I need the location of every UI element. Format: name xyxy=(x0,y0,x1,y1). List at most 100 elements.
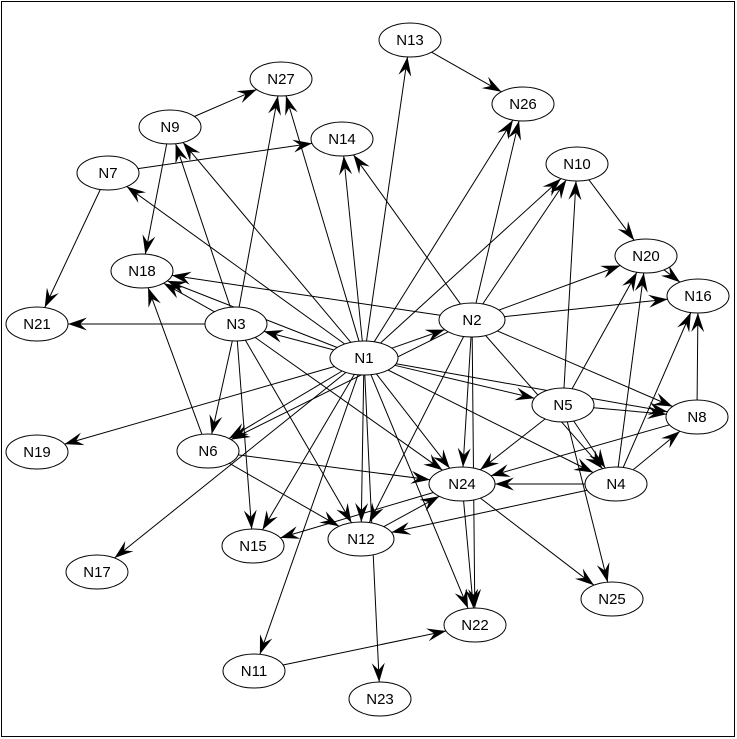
node-ellipse[interactable] xyxy=(310,121,374,157)
node-ellipse[interactable] xyxy=(378,22,442,58)
edge-n3-n27 xyxy=(238,95,281,308)
edge-line xyxy=(144,143,168,255)
node-n23[interactable]: N23 xyxy=(348,681,412,717)
arrowhead-icon xyxy=(148,287,161,308)
edge-n2-n10 xyxy=(482,179,567,305)
edge-line xyxy=(343,155,363,342)
node-n18[interactable]: N18 xyxy=(110,253,174,289)
node-ellipse[interactable] xyxy=(204,306,268,342)
node-ellipse[interactable] xyxy=(666,278,730,314)
arrowhead-icon xyxy=(661,265,680,283)
node-n5[interactable]: N5 xyxy=(531,387,595,423)
arrowhead-icon xyxy=(353,154,370,174)
node-label: N27 xyxy=(267,71,295,88)
node-n27[interactable]: N27 xyxy=(249,61,313,97)
edge-n2-n14 xyxy=(352,154,461,305)
node-ellipse[interactable] xyxy=(176,433,240,469)
node-label: N20 xyxy=(632,248,660,265)
node-ellipse[interactable] xyxy=(221,528,285,564)
node-n13[interactable]: N13 xyxy=(378,22,442,58)
node-n16[interactable]: N16 xyxy=(666,278,730,314)
arrowhead-icon xyxy=(568,181,582,201)
node-n24[interactable]: N24 xyxy=(428,466,496,502)
node-ellipse[interactable] xyxy=(428,466,496,502)
edge-n4-n24 xyxy=(495,477,585,491)
edge-n3-n6 xyxy=(209,340,233,435)
edge-line xyxy=(366,56,408,342)
arrowhead-icon xyxy=(229,423,249,439)
node-ellipse[interactable] xyxy=(222,653,286,689)
node-n10[interactable]: N10 xyxy=(545,146,609,182)
arrowhead-icon xyxy=(647,402,668,415)
edge-n1-n3 xyxy=(263,330,335,351)
node-ellipse[interactable] xyxy=(491,86,555,122)
edge-line xyxy=(114,372,347,559)
node-n19[interactable]: N19 xyxy=(5,434,69,470)
node-n4[interactable]: N4 xyxy=(584,466,648,502)
arrowhead-icon xyxy=(355,502,369,522)
node-n7[interactable]: N7 xyxy=(76,155,140,191)
node-ellipse[interactable] xyxy=(138,109,202,145)
node-ellipse[interactable] xyxy=(76,155,140,191)
edge-n5-n20 xyxy=(571,272,638,389)
node-n6[interactable]: N6 xyxy=(176,433,240,469)
node-n14[interactable]: N14 xyxy=(310,121,374,157)
node-n9[interactable]: N9 xyxy=(138,109,202,145)
node-ellipse[interactable] xyxy=(443,607,507,643)
node-n21[interactable]: N21 xyxy=(5,306,69,342)
arrowhead-icon xyxy=(585,450,603,469)
node-n3[interactable]: N3 xyxy=(204,306,268,342)
edge-line xyxy=(126,186,345,345)
edge-n5-n24 xyxy=(479,418,546,471)
arrowhead-icon xyxy=(646,406,667,419)
arrowhead-icon xyxy=(622,272,637,292)
node-ellipse[interactable] xyxy=(614,238,678,274)
node-ellipse[interactable] xyxy=(531,387,595,423)
node-n25[interactable]: N25 xyxy=(580,581,644,617)
arrowhead-icon xyxy=(114,541,134,558)
node-ellipse[interactable] xyxy=(65,554,129,590)
node-n17[interactable]: N17 xyxy=(65,554,129,590)
node-ellipse[interactable] xyxy=(329,340,399,376)
node-ellipse[interactable] xyxy=(665,399,729,435)
node-n2[interactable]: N2 xyxy=(438,302,506,338)
node-label: N10 xyxy=(563,156,591,173)
node-ellipse[interactable] xyxy=(110,253,174,289)
edge-line xyxy=(482,179,567,305)
edge-line xyxy=(368,336,465,523)
node-n20[interactable]: N20 xyxy=(614,238,678,274)
node-ellipse[interactable] xyxy=(327,521,395,557)
arrowhead-icon xyxy=(183,142,201,162)
edge-line xyxy=(282,630,447,666)
edge-line xyxy=(370,374,469,609)
edge-n3-n21 xyxy=(68,317,205,331)
node-label: N26 xyxy=(509,96,537,113)
node-ellipse[interactable] xyxy=(545,146,609,182)
node-ellipse[interactable] xyxy=(584,466,648,502)
node-n1[interactable]: N1 xyxy=(329,340,399,376)
node-label: N8 xyxy=(687,409,706,426)
node-ellipse[interactable] xyxy=(5,434,69,470)
node-n15[interactable]: N15 xyxy=(221,528,285,564)
node-label: N19 xyxy=(23,444,51,461)
node-ellipse[interactable] xyxy=(249,61,313,97)
node-ellipse[interactable] xyxy=(438,302,506,338)
arrowhead-icon xyxy=(497,120,513,140)
node-n11[interactable]: N11 xyxy=(222,653,286,689)
arrowhead-icon xyxy=(171,271,192,285)
edge-n1-n12 xyxy=(355,374,369,523)
edge-n6-n24 xyxy=(238,454,431,484)
edge-line xyxy=(479,418,546,471)
node-ellipse[interactable] xyxy=(580,581,644,617)
node-ellipse[interactable] xyxy=(348,681,412,717)
arrowhead-icon xyxy=(691,313,705,333)
edge-line xyxy=(588,179,635,241)
arrowhead-icon xyxy=(259,634,273,655)
edge-n1-n9 xyxy=(182,142,352,343)
node-n8[interactable]: N8 xyxy=(665,399,729,435)
node-ellipse[interactable] xyxy=(5,306,69,342)
node-n22[interactable]: N22 xyxy=(443,607,507,643)
edge-n1-n2 xyxy=(391,329,445,349)
node-n12[interactable]: N12 xyxy=(327,521,395,557)
node-n26[interactable]: N26 xyxy=(491,86,555,122)
